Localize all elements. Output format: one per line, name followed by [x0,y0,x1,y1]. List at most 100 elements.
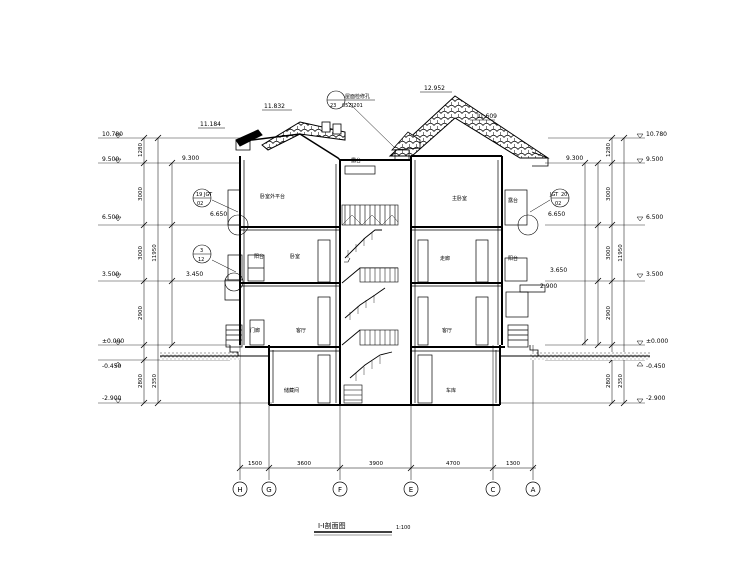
vertical-dims-left: 1280 3000 3000 11950 2900 2350 2800 [138,143,158,388]
elevation-mark: ±0.000 [646,338,668,345]
detail-tag-23: 23 05ZJ201 屋面检修孔 [326,90,375,110]
roof-level-mark: 9.300 [566,155,583,162]
dim-text: 2800 [138,374,144,388]
axis-label: G [266,486,271,494]
room-label: 门廊 [250,327,260,334]
roof-level-mark: 11.832 [264,103,285,110]
roof-level-mark: 11.609 [476,113,497,120]
detail-tag-23-note: 屋面检修孔 [345,93,370,100]
dim-text: 4700 [446,461,460,467]
axis-label: C [491,486,496,494]
plan-dims: 1500 3600 3900 4700 1300 [248,461,520,467]
roof-level-mark: 9.300 [182,155,199,162]
stair-flights [341,204,399,404]
elevation-mark: -2.900 [646,395,666,402]
detail-tag-20-ref: 02 [555,201,561,207]
room-label: 卧室 [290,253,300,260]
room-label: 卧室外平台 [260,193,285,200]
detail-tag-19-num: 19 [196,192,202,198]
dim-text: 1300 [506,461,520,467]
room-label: 主卧室 [452,195,467,202]
detail-tag-19: 19 02 JGT [192,188,213,208]
detail-tag-3: 3 12 [192,244,212,264]
floor-marks: 6.650 6.650 3.450 3.650 2.900 [186,211,567,290]
axis-bubble-h: H [232,481,248,497]
axis-label: F [338,486,342,494]
axis-bubble-f: F [332,481,348,497]
elevation-mark: -0.450 [646,363,666,370]
elevation-mark: -2.900 [102,395,122,402]
dim-text: 3900 [369,461,383,467]
detail-tag-23-ref: 05ZJ201 [342,103,363,109]
dim-text: 2350 [618,374,624,388]
elevation-mark: 10.780 [102,131,123,138]
room-label: 阳台 [254,253,264,260]
room-label: 阳台 [508,255,518,262]
dim-text: 2900 [138,306,144,320]
floor-mark: 3.650 [550,267,567,274]
dim-text: 1280 [138,143,144,157]
room-label: 客厅 [442,327,452,334]
elevation-mark: 10.780 [646,131,667,138]
detail-tag-19-note: JGT [203,192,213,198]
roof-level-mark: 11.184 [200,121,221,128]
room-labels: 卧室外平台 主卧室 卧室 走廊 客厅 客厅 门廊 阳台 阳台 储藏间 车库 露台… [250,157,518,394]
axis-bubble-c: C [485,481,501,497]
elevation-mark: 9.500 [102,156,119,163]
room-label: 露台 [351,157,361,164]
dim-text: 1280 [606,143,612,157]
elevation-mark: 3.500 [646,271,663,278]
dim-text: 3000 [138,187,144,201]
dim-text: 3000 [606,187,612,201]
detail-tag-3-num: 3 [200,248,203,254]
dim-text: 3000 [138,246,144,260]
dim-text: 3000 [606,246,612,260]
drawing-title-text: Ⅰ-Ⅰ剖面图 [318,521,346,530]
vertical-dims-right: 1280 3000 3000 11950 2900 2350 2800 [606,143,624,388]
floor-mark: 6.650 [210,211,227,218]
detail-tag-20: 20 02 JGT [549,188,570,208]
room-label: 储藏间 [284,387,299,394]
room-label: 客厅 [296,327,306,334]
dim-text: 1500 [248,461,262,467]
dim-text: 3600 [297,461,311,467]
detail-tag-3-ref: 12 [198,257,204,263]
axis-label: H [237,486,242,494]
axis-bubble-a: A [525,481,541,497]
elevations-left: 10.780 9.500 6.500 3.500 ±0.000 -0.450 -… [102,131,124,404]
roof-levels: 12.952 11.832 11.609 11.184 9.300 9.300 [182,85,583,162]
dim-text: 11950 [152,244,158,262]
roof-level-mark: 12.952 [424,85,445,92]
axis-bubble-g: G [261,481,277,497]
dim-text: 2350 [152,374,158,388]
dim-text: 2800 [606,374,612,388]
axis-label: A [531,486,536,494]
floor-mark: 2.900 [540,283,557,290]
floor-mark: 3.450 [186,271,203,278]
drawing-title: Ⅰ-Ⅰ剖面图 1:100 [314,521,410,536]
elevation-mark: 3.500 [102,271,119,278]
axis-label: E [409,486,413,494]
dim-text: 11950 [618,244,624,262]
elevation-mark: -0.450 [102,363,122,370]
detail-tag-23-num: 23 [330,103,336,109]
building-section [198,91,551,406]
room-label: 车库 [446,387,456,394]
elevation-mark: 6.500 [102,214,119,221]
axis-bubble-e: E [403,481,419,497]
axis-bubbles: H G F E C A [232,481,541,497]
room-label: 露台 [508,197,518,204]
floor-mark: 6.650 [548,211,565,218]
dim-text: 2900 [606,306,612,320]
ground [160,352,650,360]
detail-tags: 19 02 JGT 3 12 20 02 JGT 23 05ZJ201 屋面检修… [192,90,570,264]
elevation-mark: 6.500 [646,214,663,221]
drawing-scale: 1:100 [396,525,410,531]
elevation-mark: ±0.000 [102,338,124,345]
elevations-right: 10.780 9.500 6.500 3.500 ±0.000 -0.450 -… [636,131,668,404]
room-label: 走廊 [440,255,450,262]
detail-tag-20-note: JGT [549,192,559,198]
elevation-mark: 9.500 [646,156,663,163]
detail-tag-20-num: 20 [561,192,567,198]
